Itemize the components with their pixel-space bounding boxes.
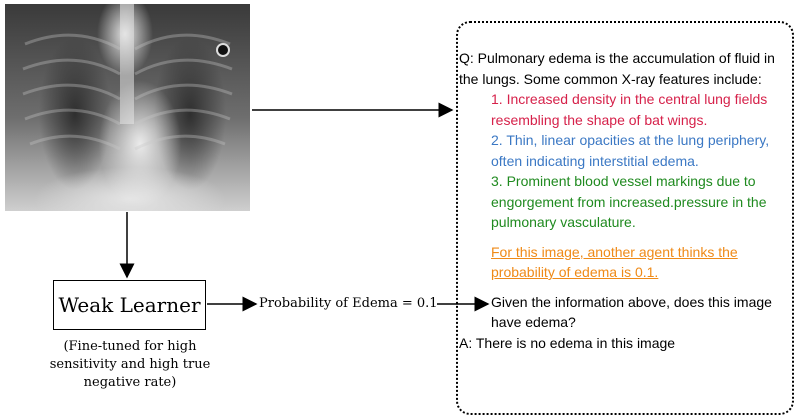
question-end: Given the information above, does this i…: [491, 293, 772, 331]
feature-1: 1. Increased density in the central lung…: [491, 91, 768, 128]
xray-ribs: [22, 4, 233, 151]
answer: A: There is no edema in this image: [459, 334, 676, 351]
weak-learner-box: Weak Learner: [53, 280, 206, 330]
feature-3: 3. Prominent blood vessel markings due t…: [491, 173, 767, 230]
prompt-box: [456, 21, 794, 415]
probability-label: Probability of Edema = 0.1: [259, 296, 438, 311]
chest-xray-image: [5, 4, 250, 211]
prompt-text: Q: Pulmonary edema is the accumulation o…: [459, 48, 795, 353]
agent-hint: For this image, another agent thinks the…: [491, 243, 738, 281]
weak-learner-caption: (Fine-tuned for high sensitivity and hig…: [49, 339, 211, 390]
xray-marker-icon: [216, 43, 230, 57]
question-intro: Q: Pulmonary edema is the accumulation o…: [459, 50, 775, 87]
feature-2: 2. Thin, linear opacities at the lung pe…: [491, 132, 770, 169]
weak-learner-label: Weak Learner: [58, 293, 201, 317]
